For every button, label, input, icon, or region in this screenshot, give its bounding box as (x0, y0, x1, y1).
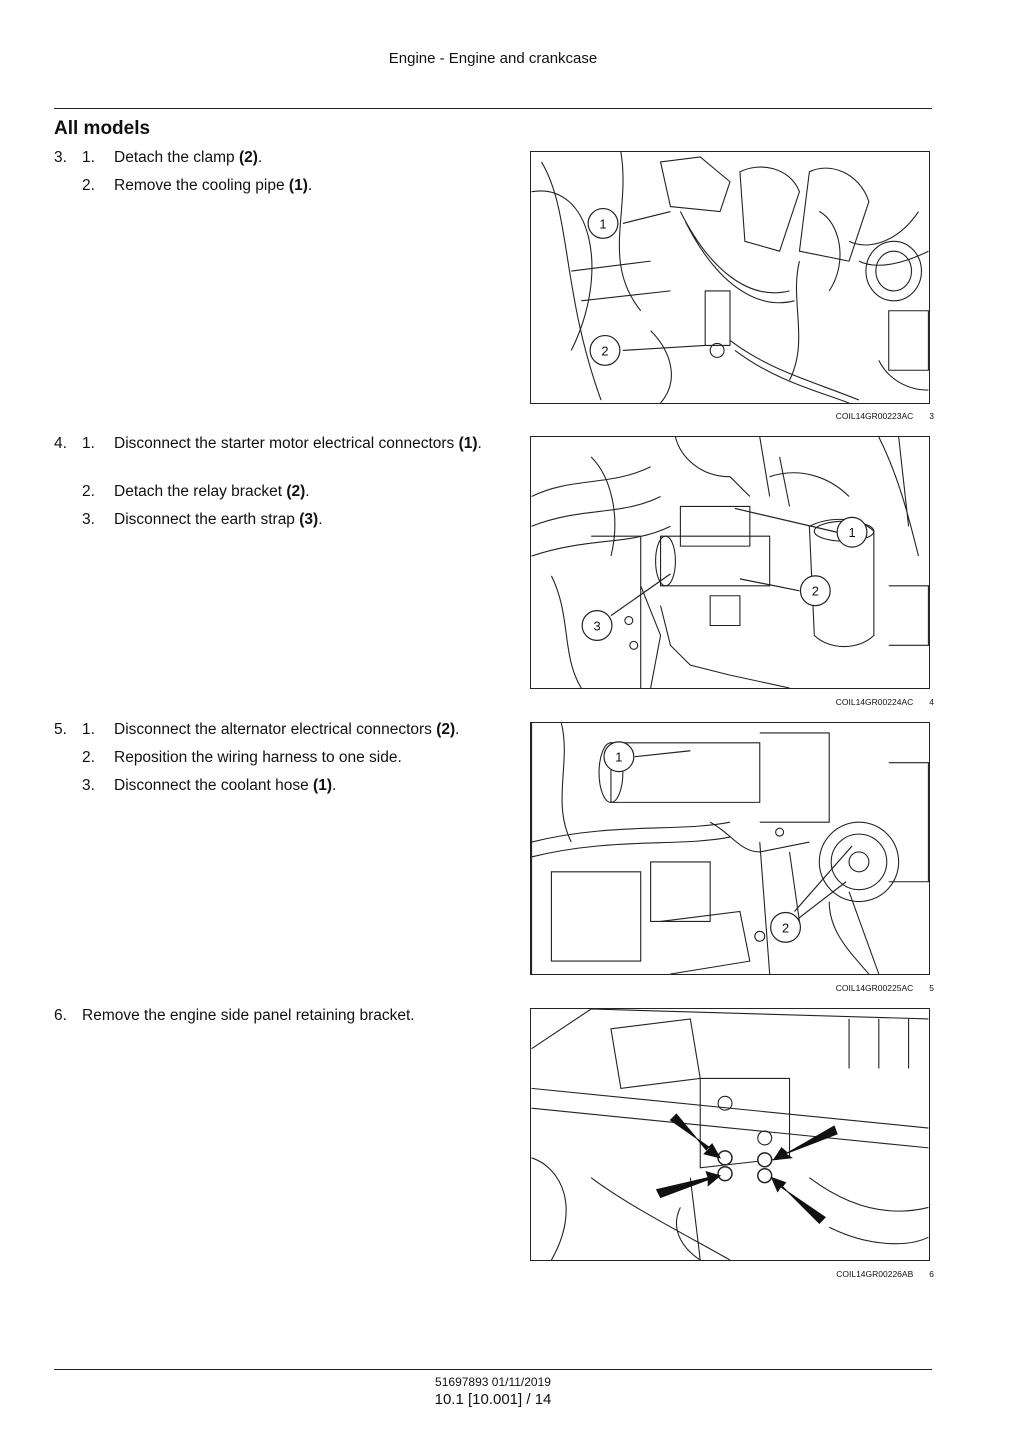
substep-number: 2. (82, 749, 95, 766)
page-header-title: Engine - Engine and crankcase (388, 50, 598, 67)
callout-ref: (2) (238, 149, 258, 166)
substep-number: 3. (82, 777, 95, 794)
step-number: 5. (54, 721, 67, 738)
figure-callout: 1 (615, 750, 622, 765)
substep-text: Reposition the wiring harness to one sid… (114, 749, 402, 766)
substep-number: 1. (82, 149, 95, 166)
footer-divider (54, 1369, 932, 1370)
figure-4-starter-motor: 1 2 3 (530, 436, 930, 689)
step-4: 4. 1. Disconnect the starter motor elect… (54, 434, 504, 538)
step-5: 5. 1. Disconnect the alternator electric… (54, 720, 504, 804)
footer-page-number: 10.1 [10.001] / 14 (434, 1391, 552, 1408)
figure-6-illustration (531, 1009, 929, 1260)
step-3: 3. 1. Detach the clamp (2). 2. Remove th… (54, 148, 504, 204)
substep-text: Detach the clamp (2). (114, 149, 263, 166)
header-divider (54, 108, 932, 109)
figure-3-illustration: 1 2 (531, 152, 929, 403)
substep-text: Remove the cooling pipe (1). (114, 177, 313, 194)
figure-4-illustration: 1 2 3 (531, 437, 929, 688)
step-number: 3. (54, 149, 67, 166)
callout-ref: (2) (286, 483, 306, 500)
figure-callout: 1 (848, 525, 855, 540)
figure-6-retaining-bracket (530, 1008, 930, 1261)
step-6: 6. Remove the engine side panel retainin… (54, 1006, 504, 1034)
callout-ref: (3) (299, 511, 319, 528)
figure-callout: 1 (599, 216, 606, 231)
figure-callout: 2 (812, 584, 819, 599)
step-number: 4. (54, 435, 67, 452)
substep-text: Disconnect the coolant hose (1). (114, 777, 337, 794)
figure-5-illustration: 1 2 (531, 723, 929, 974)
callout-ref: (1) (288, 177, 308, 194)
section-heading: All models (54, 118, 151, 139)
footer-document-id: 51697893 01/11/2019 (435, 1375, 551, 1389)
substep-number: 2. (82, 483, 95, 500)
substep-number: 1. (82, 435, 95, 452)
step-text: Remove the engine side panel retaining b… (82, 1007, 415, 1024)
substep-text: Disconnect the earth strap (3). (114, 511, 323, 528)
figure-5-alternator: 1 2 (530, 722, 930, 975)
substep-number: 1. (82, 721, 95, 738)
step-number: 6. (54, 1007, 67, 1024)
callout-ref: (1) (313, 777, 332, 794)
callout-ref: (1) (458, 435, 478, 452)
substep-text: Disconnect the alternator electrical con… (114, 721, 460, 738)
figure-callout: 3 (593, 618, 600, 633)
substep-number: 2. (82, 177, 95, 194)
substep-text: Detach the relay bracket (2). (114, 483, 310, 500)
callout-ref: (2) (436, 721, 456, 738)
figure-callout: 2 (601, 343, 608, 358)
figure-3-cooling-pipe: 1 2 (530, 151, 930, 404)
substep-text: Disconnect the starter motor electrical … (114, 435, 482, 452)
figure-callout: 2 (782, 920, 789, 935)
substep-number: 3. (82, 511, 95, 528)
